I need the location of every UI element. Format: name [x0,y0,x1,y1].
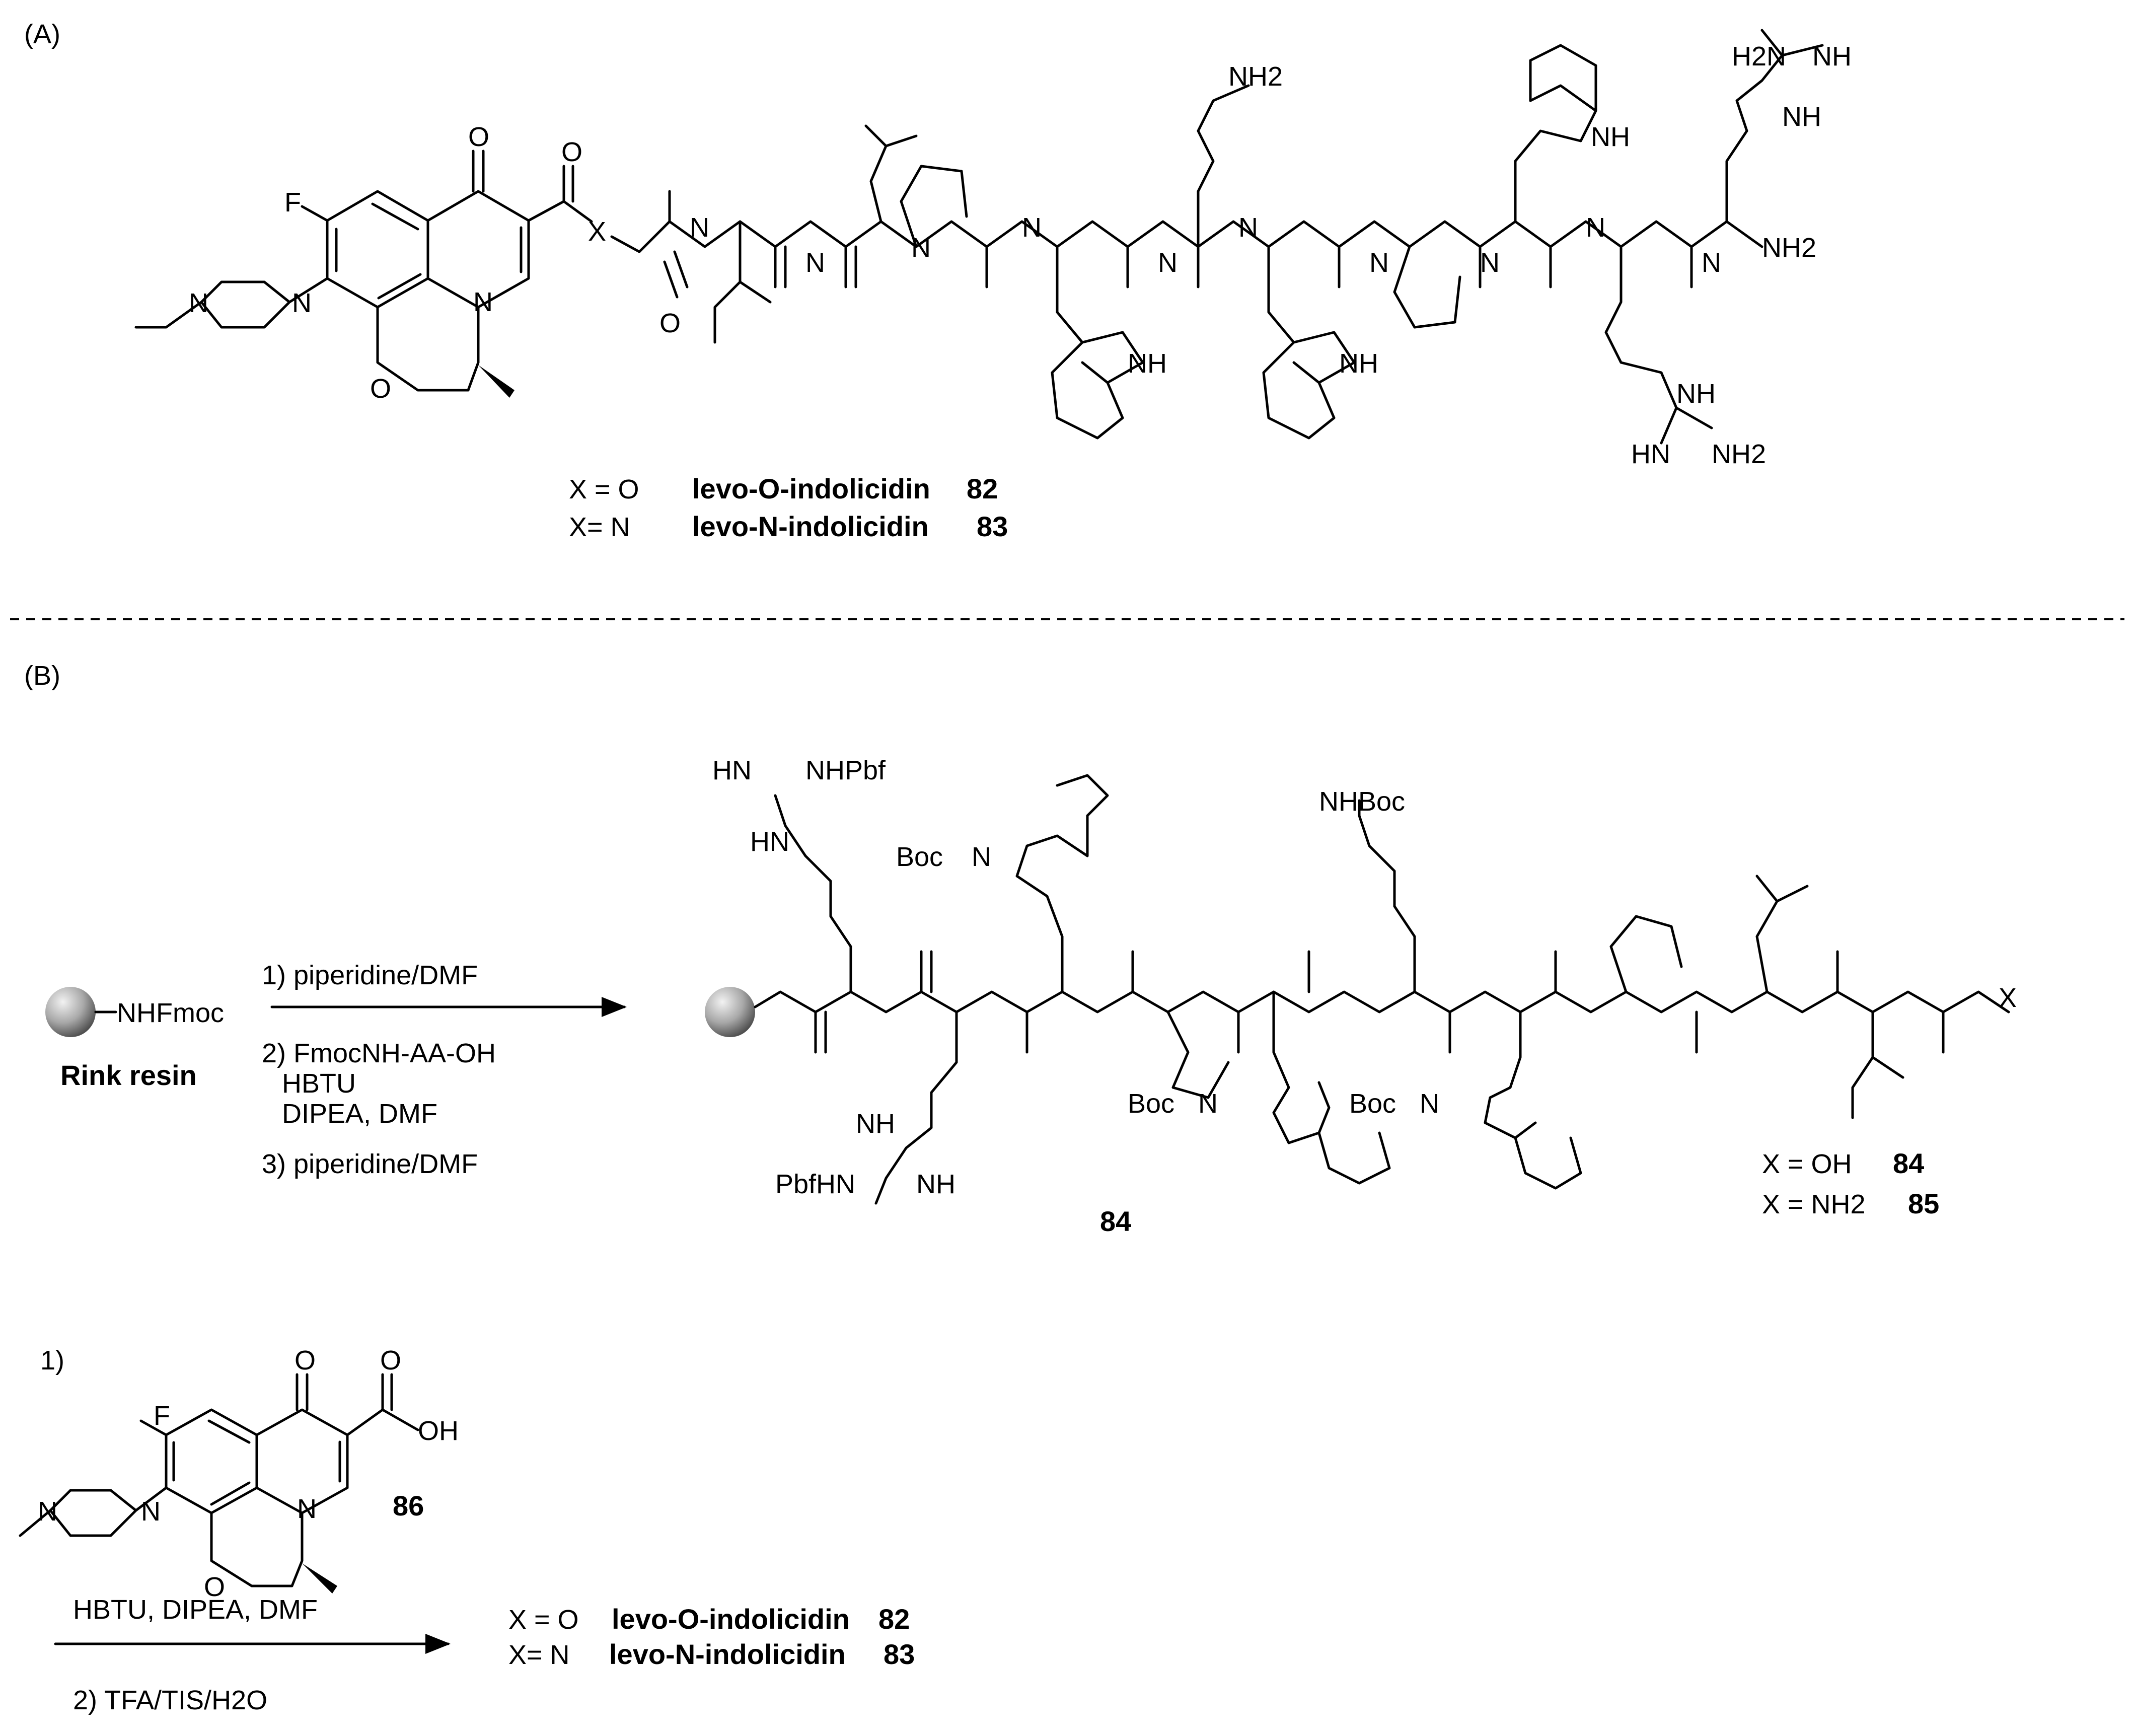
atom-o: O [370,374,391,404]
legend-name: levo-N-indolicidin [692,511,929,542]
atom-n: N [141,1496,161,1527]
atom-o: O [204,1572,225,1602]
panel-b-label: (B) [24,661,60,691]
legend-lhs: X= N [569,512,630,542]
legend-num: 83 [884,1638,915,1670]
legend-name: levo-O-indolicidin [612,1603,850,1635]
panel-a-label: (A) [24,19,60,49]
step2-deprotection: 2) TFA/TIS/H2O [73,1685,267,1715]
step-1: 1) piperidine/DMF [262,960,478,990]
resin-group: NHFmoc [117,998,224,1028]
atom-nh: N [690,212,709,243]
atom-n: N [38,1496,57,1527]
atom-nh: NH [1812,41,1852,71]
atom-nh: NH [1339,348,1378,379]
atom-nh: NH [1591,122,1630,152]
legend-lhs: X= N [508,1640,570,1670]
atom-x: X [588,216,606,247]
atom-nh: N [1586,212,1605,243]
atom-nh: N [1022,212,1042,243]
atom-n: N [972,842,991,872]
atom-oh: OH [418,1416,459,1446]
atom-h2n: H2N [1732,41,1786,71]
resin-name: Rink resin [60,1059,197,1091]
legend-lhs: X = O [508,1605,579,1635]
atom-hn: HN [750,827,789,857]
compound-label-84: 84 [1100,1205,1131,1237]
atom-pbfhn: PbfHN [775,1169,855,1199]
legend-num: 83 [977,511,1008,542]
atom-o: O [468,122,489,152]
atom-nh: NH [1676,379,1716,409]
x-legend-b: X = OH 84 X = NH2 85 [1762,1147,1939,1219]
legend-lhs: X = O [569,474,639,504]
atom-boc: Boc [1349,1089,1396,1119]
atom-nh: N [1238,212,1258,243]
atom-boc: Boc [896,842,943,872]
legend-num: 82 [967,473,998,504]
atom-n: N [297,1494,317,1524]
step-2-reagent: HBTU [282,1068,356,1099]
atom-n: N [1420,1089,1439,1119]
levofloxacin-core-a [134,150,689,398]
legend-lhs: X = OH [1762,1149,1852,1179]
resin-bead-icon [705,987,755,1037]
legend-num: 85 [1908,1188,1939,1219]
atom-n: N [1198,1089,1218,1119]
atom-nh: N [1158,248,1178,278]
levofloxacin-acid-86 [19,1373,419,1594]
legend-lhs: X = NH2 [1762,1189,1866,1219]
step2-prefix: 1) [40,1345,64,1376]
atom-f: F [154,1401,170,1431]
legend-a: X = O levo-O-indolicidin 82 X= N levo-N-… [569,473,1008,542]
atom-hn: HN [712,755,752,785]
atom-x: X [1999,983,2017,1013]
atom-o: O [380,1345,401,1376]
step-2: 2) FmocNH-AA-OH [262,1038,496,1068]
atom-nh: NH [916,1169,955,1199]
atom-o: O [659,308,681,338]
legend-name: levo-N-indolicidin [609,1638,846,1670]
atom-f: F [284,187,301,218]
atom-nh2: NH2 [1712,439,1766,469]
atom-n: N [1369,248,1389,278]
atom-n: N [292,288,312,318]
atom-nh: NH [856,1109,895,1139]
atom-nh: NH [1128,348,1167,379]
atom-n: N [189,288,208,318]
atom-nh2: NH2 [1762,233,1816,263]
atom-nh: N [1480,248,1500,278]
legend-num: 82 [878,1603,910,1635]
atom-nh2: NH2 [1228,61,1283,92]
legend-name: levo-O-indolicidin [692,473,930,504]
atom-nhboc: NHBoc [1319,786,1405,817]
peptide-backbone-b [754,774,2010,1205]
step2-reagents: HBTU, DIPEA, DMF [73,1595,318,1625]
atom-o: O [295,1345,316,1376]
atom-n: N [911,233,931,263]
compound-label-86: 86 [393,1490,424,1522]
peptide-backbone-a [668,29,1824,445]
atom-nh: N [805,248,825,278]
products-legend: X = O levo-O-indolicidin 82 X= N levo-N-… [508,1603,915,1670]
atom-nh: NH [1782,102,1821,132]
atom-hn: HN [1631,439,1670,469]
atom-o: O [561,137,582,167]
atom-nhpbf: NHPbf [805,755,886,785]
resin-bead-icon [45,987,96,1037]
atom-n: N [473,287,493,317]
step-3: 3) piperidine/DMF [262,1149,478,1179]
atom-boc: Boc [1128,1089,1174,1119]
step-2-reagent: DIPEA, DMF [282,1099,437,1129]
atom-nh: N [1702,248,1721,278]
legend-num: 84 [1893,1147,1924,1179]
